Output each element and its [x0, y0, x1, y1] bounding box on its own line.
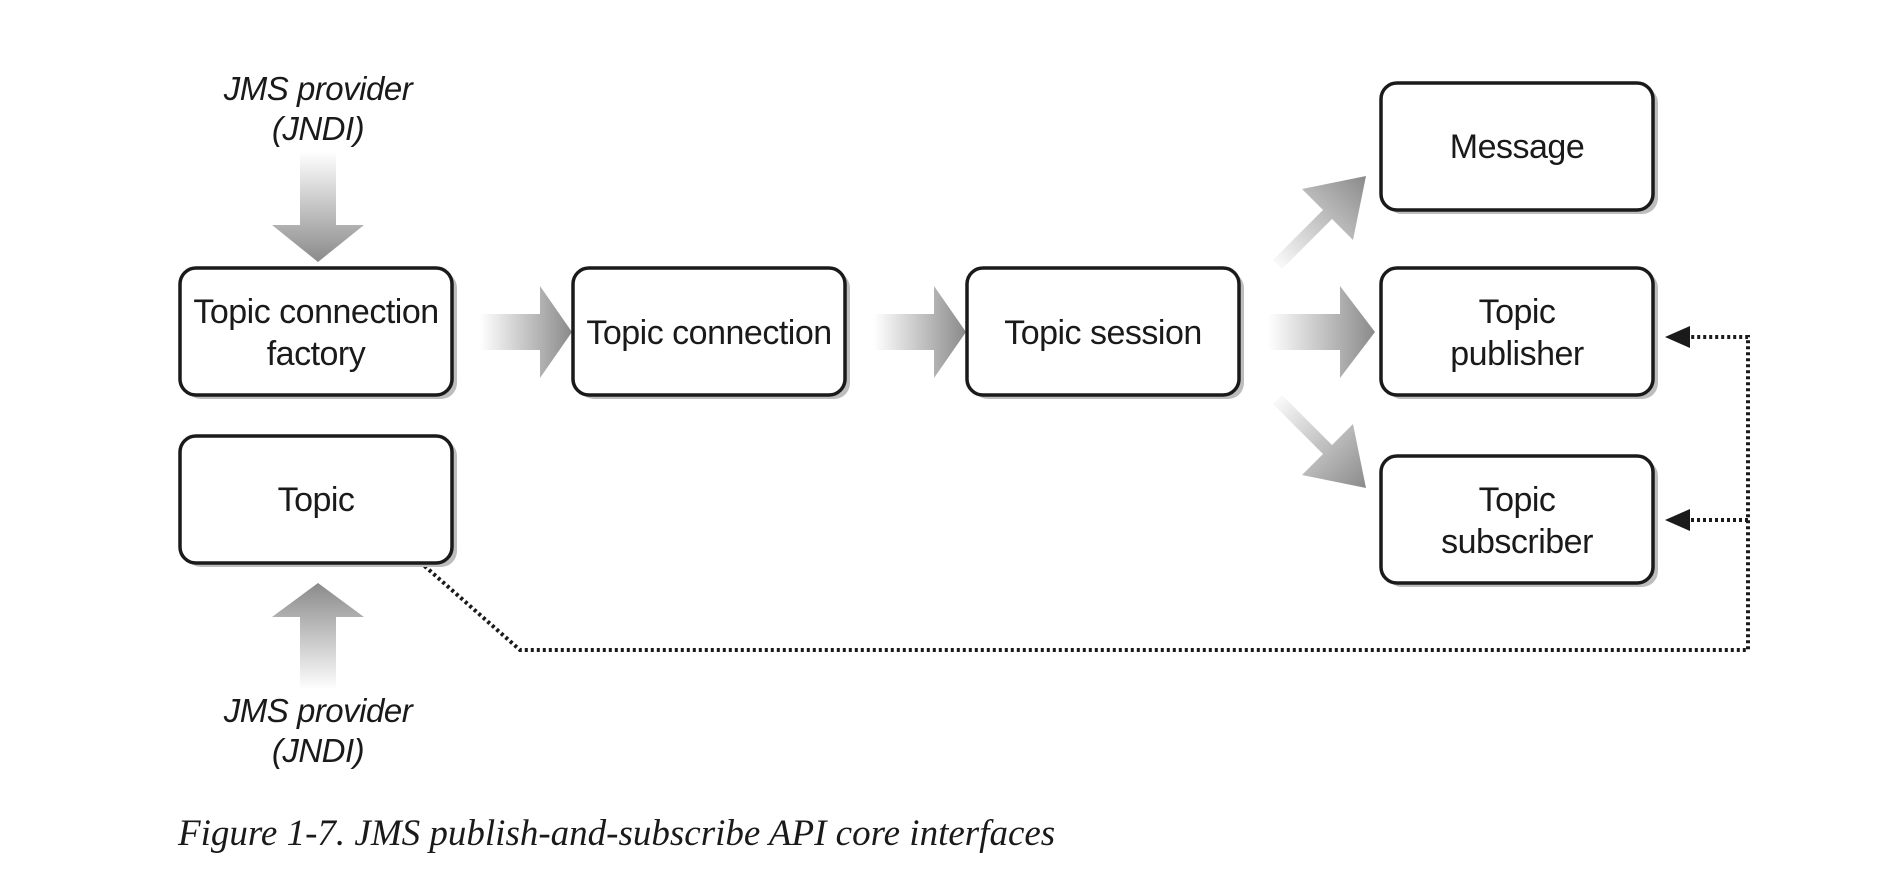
- topic-subscriber-line2: subscriber: [1441, 523, 1593, 561]
- topic-connection-label: Topic connection: [586, 314, 831, 352]
- provider-bottom-line1: JMS provider: [223, 692, 415, 729]
- arrowhead-to-subscriber: [1665, 509, 1690, 531]
- topic-session-box: Topic session: [965, 266, 1244, 399]
- topic-publisher-box: Topic publisher: [1379, 266, 1658, 399]
- provider-bottom-line2: (JNDI): [272, 732, 364, 769]
- provider-top-line1: JMS provider: [223, 70, 415, 107]
- topic-connection-factory-box: Topic connection factory: [178, 266, 457, 399]
- topic-publisher-line2: publisher: [1450, 335, 1584, 373]
- topic-connection-box: Topic connection: [571, 266, 850, 399]
- message-box: Message: [1379, 81, 1658, 214]
- arrow-session-to-publisher: [1268, 286, 1375, 378]
- arrowhead-to-publisher: [1665, 326, 1690, 348]
- topic-box: Topic: [178, 434, 457, 567]
- figure-caption: Figure 1-7. JMS publish-and-subscribe AP…: [178, 813, 1056, 854]
- topic-publisher-line1: Topic: [1479, 293, 1556, 331]
- arrow-connection-to-session: [874, 286, 966, 378]
- topic-subscriber-line1: Topic: [1479, 481, 1556, 519]
- arrow-session-to-message: [1273, 176, 1366, 269]
- arrow-factory-to-connection: [480, 286, 572, 378]
- topic-session-label: Topic session: [1004, 314, 1202, 352]
- message-label: Message: [1450, 128, 1584, 166]
- arrow-provider-to-topic: [272, 583, 364, 690]
- topic-label: Topic: [278, 481, 355, 519]
- provider-top-line2: (JNDI): [272, 110, 364, 147]
- arrow-session-to-subscriber: [1273, 395, 1366, 488]
- topic-connection-factory-line1: Topic connection: [193, 293, 438, 331]
- topic-connection-factory-line2: factory: [267, 335, 366, 373]
- topic-subscriber-box: Topic subscriber: [1379, 454, 1658, 587]
- arrow-provider-to-factory: [272, 152, 364, 262]
- topic-destination-connector: [418, 335, 1750, 652]
